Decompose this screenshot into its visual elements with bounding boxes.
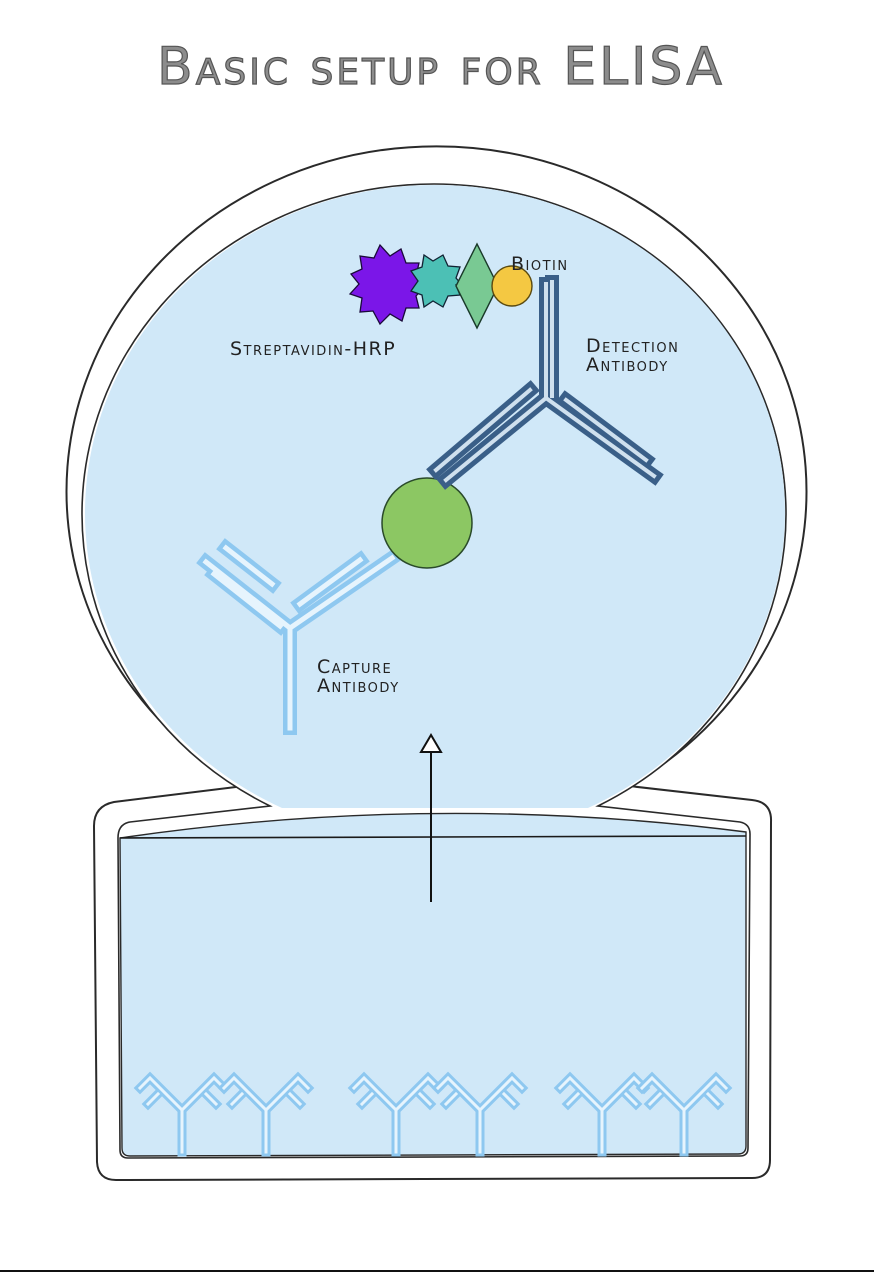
detection-antibody: [426, 275, 664, 490]
antigen-icon: [381, 477, 473, 569]
detection-antibody-label-line2: Antibody: [586, 354, 669, 376]
detection-antibody-label-line1: Detection: [586, 335, 679, 357]
diamond-linker-icon: [455, 242, 499, 330]
biotin-icon: [491, 265, 533, 307]
biotin-label: Biotin: [511, 253, 569, 275]
streptavidin-icon: [409, 253, 465, 309]
capture-antibody-label-line2: Antibody: [317, 675, 400, 697]
capture-antibody: [196, 538, 402, 735]
streptavidin-hrp-label: Streptavidin-HRP: [230, 338, 396, 360]
magnify-arrow: [419, 733, 443, 902]
hrp-enzyme-icon: [348, 243, 426, 326]
microplate-well: [119, 812, 747, 1157]
diagram-title: Basic setup for ELISA: [157, 37, 725, 97]
capture-antibody-label-line1: Capture: [317, 656, 392, 678]
streptavidin-hrp-complex: [348, 242, 533, 330]
well-surface-line: [119, 835, 747, 839]
